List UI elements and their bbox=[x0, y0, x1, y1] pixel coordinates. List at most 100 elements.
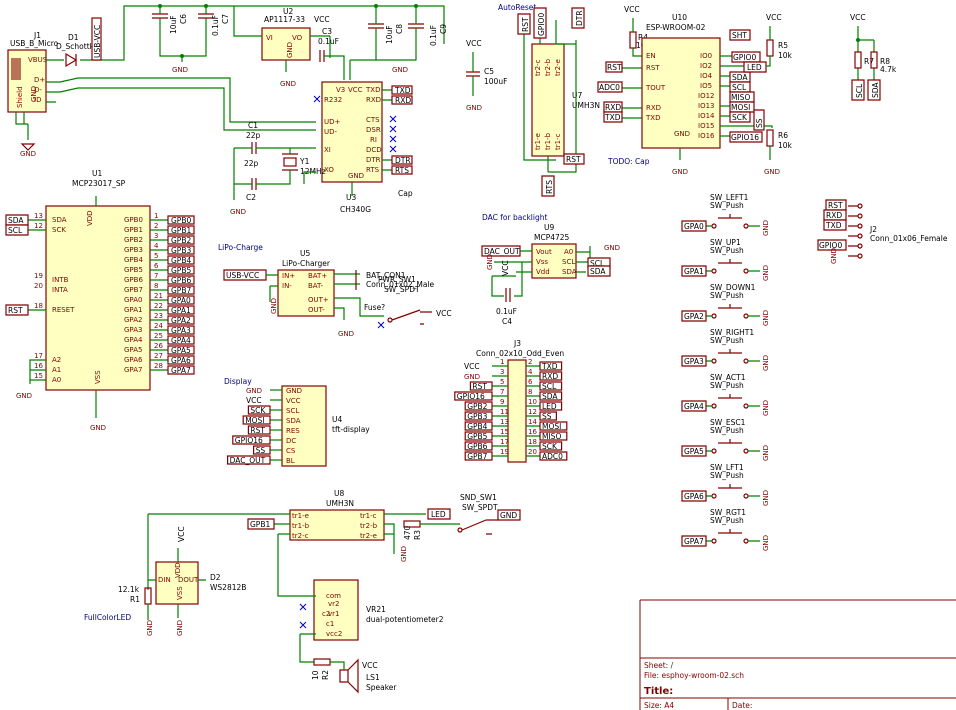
resistor-r7[interactable]: R7 bbox=[854, 51, 874, 69]
svg-text:BAT-: BAT- bbox=[308, 282, 324, 290]
svg-text:SW_Push: SW_Push bbox=[710, 336, 744, 345]
usb-icon bbox=[11, 58, 21, 80]
esp-module-u10[interactable]: U10 ESP-WROOM-02 EN RST TOUT RXD TXD IO0… bbox=[641, 13, 721, 149]
capacitor-c7[interactable]: 0.1uF C7 bbox=[198, 13, 230, 36]
potentiometer-vr21[interactable]: com vr2 vr1 c2 c1 vcc2 VR21 dual-potenti… bbox=[313, 579, 444, 641]
net-sda-u1: SDA bbox=[5, 214, 29, 226]
svg-text:SCL: SCL bbox=[855, 83, 864, 98]
battery-connector[interactable]: BAT_CON1 Conn_01x02_Male bbox=[355, 270, 435, 290]
resistor-r5[interactable]: R5 10k bbox=[766, 39, 793, 60]
svg-text:Vss: Vss bbox=[536, 258, 548, 266]
svg-text:10: 10 bbox=[528, 398, 537, 406]
svg-text:TOUT: TOUT bbox=[645, 84, 666, 92]
net-rxd-j2: RXD bbox=[823, 209, 847, 221]
svg-text:INTA: INTA bbox=[52, 286, 68, 294]
net-sck-u10: SCK bbox=[729, 111, 751, 123]
svg-text:GPA3: GPA3 bbox=[684, 357, 704, 366]
resistor-r1[interactable]: 12.1k R1 bbox=[118, 585, 152, 605]
title-file: File: esphoy-wroom-02.sch bbox=[644, 671, 744, 680]
svg-text:R232: R232 bbox=[324, 96, 342, 104]
net-rst-j3: RST bbox=[469, 381, 493, 391]
speaker-ls1[interactable]: VCC LS1 Speaker bbox=[339, 658, 397, 694]
svg-text:U5: U5 bbox=[300, 249, 310, 258]
usb-uart-u3[interactable]: V3 VCC R232 UD+ UD- XI XO TXD RXD CTS DS… bbox=[321, 81, 383, 214]
connector-j2[interactable]: J2 Conn_01x06_Female bbox=[848, 203, 948, 259]
capacitor-c8[interactable]: 10uF C8 bbox=[368, 23, 404, 44]
svg-text:0.1uF: 0.1uF bbox=[496, 307, 517, 316]
svg-text:SCK: SCK bbox=[250, 406, 266, 415]
net-rts-u7: RTS bbox=[541, 175, 555, 197]
usb-connector-j1[interactable]: J1 USB_B_Micro VBUS D+ D- ID Shield GND bbox=[7, 31, 59, 113]
u4-pins: GNDGNDVCCVCCSCLSCKSDAMOSIRESRSTDCGPIO16C… bbox=[227, 387, 302, 465]
svg-text:16: 16 bbox=[34, 362, 43, 370]
autoreset-title: AutoReset bbox=[498, 3, 536, 12]
net-scl-j3r: SCL bbox=[539, 381, 563, 391]
capacitor-c2[interactable]: 22p C2 bbox=[244, 159, 259, 202]
charger-u5[interactable]: U5 LiPo-Charger IN+ IN- BAT+ BAT- OUT+ O… bbox=[277, 249, 335, 317]
power-switch[interactable]: PWR_SW1 SW_SPDT bbox=[378, 275, 432, 325]
transistor-u8[interactable]: U8 UMH3N tr1-e tr1-b tr2-c tr1-c tr2-b t… bbox=[289, 489, 385, 541]
connector-j3[interactable]: J3 Conn_02x10_Odd_Even bbox=[476, 339, 564, 463]
svg-text:21: 21 bbox=[154, 292, 163, 300]
transistor-u7[interactable]: tr2-c tr2-b tr2-e tr1-e tr1-b tr1-c U7 U… bbox=[531, 43, 600, 157]
svg-text:SW_Push: SW_Push bbox=[710, 201, 744, 210]
sound-switch[interactable]: SND_SW1 SW_SPDT bbox=[457, 493, 498, 535]
svg-text:GND: GND bbox=[246, 387, 262, 395]
resistor-r6[interactable]: R6 10k bbox=[766, 129, 793, 150]
capacitor-c4[interactable]: 0.1uF C4 bbox=[496, 288, 517, 326]
u1-pin-gpa3: GPA3 bbox=[124, 326, 142, 334]
net-rst-j2: RST bbox=[825, 199, 847, 211]
display-u4[interactable]: U4 tft-display bbox=[281, 385, 370, 467]
svg-text:R3: R3 bbox=[413, 530, 422, 540]
svg-text:GND: GND bbox=[176, 620, 184, 636]
svg-text:GPA1: GPA1 bbox=[684, 267, 704, 276]
capacitor-c6[interactable]: 10uF C6 bbox=[152, 13, 188, 34]
dac-u9[interactable]: U9 MCP4725 Vout Vss Vdd A0 SCL SDA bbox=[531, 223, 577, 279]
net-gpb0-u1: GPB0 bbox=[167, 215, 195, 225]
resistor-r2[interactable]: 10 R2 bbox=[311, 658, 331, 680]
svg-text:MOSI: MOSI bbox=[245, 416, 264, 425]
svg-text:GPB6: GPB6 bbox=[467, 442, 487, 451]
rgb-led-d2[interactable]: DIN DOUT VDD VSS D2 WS2812B bbox=[155, 561, 246, 605]
net-sda-r8: SDA bbox=[867, 79, 881, 101]
svg-text:24: 24 bbox=[154, 322, 163, 330]
net-gpa6-sw: GPA6 bbox=[681, 490, 707, 502]
capacitor-c3[interactable]: C3 0.1uF bbox=[318, 27, 339, 62]
svg-text:J2: J2 bbox=[869, 225, 877, 234]
net-rst-u1: RST bbox=[5, 304, 29, 316]
svg-text:GPA3: GPA3 bbox=[171, 326, 191, 335]
capacitor-c5[interactable]: VCC C5 100uF bbox=[466, 39, 507, 86]
svg-text:GND: GND bbox=[762, 310, 770, 326]
resistor-r3[interactable]: 470 R3 bbox=[403, 520, 422, 540]
svg-text:AP1117-33: AP1117-33 bbox=[264, 15, 305, 24]
svg-text:RST: RST bbox=[250, 426, 265, 435]
svg-text:DTR: DTR bbox=[575, 10, 584, 26]
svg-text:4: 4 bbox=[528, 368, 533, 376]
svg-text:DTR: DTR bbox=[395, 156, 411, 165]
capacitor-c1[interactable]: C1 22p bbox=[246, 121, 261, 154]
net-dac_out-u4: DAC_OUT bbox=[227, 455, 271, 465]
diode-d1[interactable]: D1 D_Schottky bbox=[56, 33, 99, 68]
svg-text:15: 15 bbox=[34, 372, 43, 380]
svg-text:GPB7: GPB7 bbox=[171, 286, 191, 295]
u1-pin-gpa4: GPA4 bbox=[124, 336, 143, 344]
u4-pin-sda: SDA bbox=[286, 417, 301, 425]
net-rst-u10: RST bbox=[605, 61, 623, 73]
svg-text:TXD: TXD bbox=[541, 362, 558, 371]
svg-text:GPA5: GPA5 bbox=[171, 346, 191, 355]
io-expander-u1[interactable]: U1 MCP23017_SP VDD VSS SDA SCK INTB INTA… bbox=[45, 169, 151, 391]
lipo-title: LiPo-Charge bbox=[218, 243, 263, 252]
regulator-u2[interactable]: U2 AP1117-33 VI VO GND bbox=[261, 7, 311, 61]
resistor-r8[interactable]: R8 4.7k bbox=[870, 51, 897, 74]
capacitor-c9[interactable]: 0.1uF C9 bbox=[408, 23, 448, 46]
svg-text:GND: GND bbox=[286, 42, 294, 58]
svg-text:19: 19 bbox=[34, 272, 43, 280]
